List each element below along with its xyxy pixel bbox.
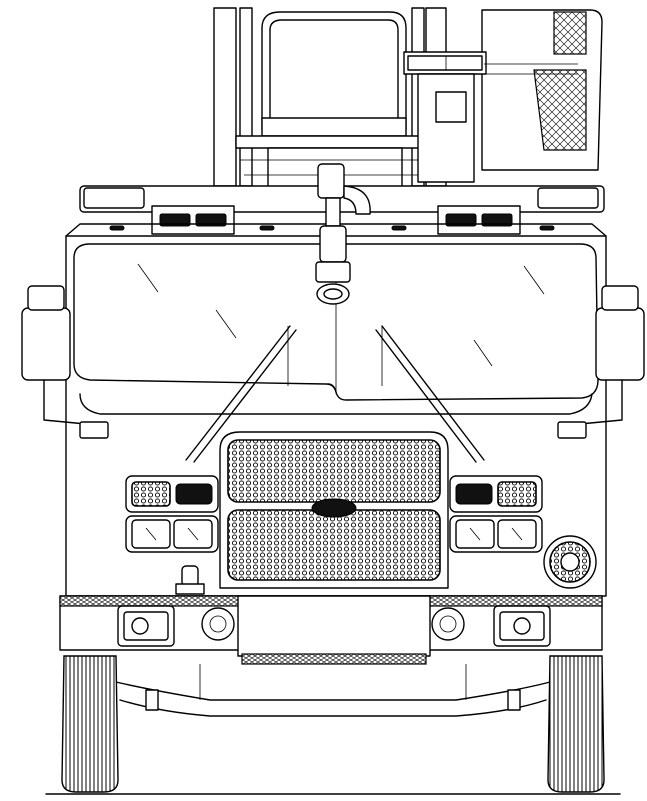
wipers	[185, 325, 485, 463]
beacon-light	[175, 565, 205, 595]
tire-left	[61, 655, 119, 793]
mirror-right	[557, 285, 645, 439]
front-axle	[115, 664, 551, 717]
manufacturer-emblem	[311, 498, 357, 518]
deck-gun-nozzle	[315, 163, 371, 305]
grille	[219, 431, 449, 589]
headlights-right	[449, 475, 543, 553]
aerial-ladder-assembly	[213, 7, 447, 191]
siren-speaker	[543, 535, 597, 589]
equipment-compartment	[403, 9, 603, 183]
tire-right	[547, 655, 605, 793]
light-bar	[79, 185, 605, 235]
front-bumper	[59, 595, 603, 665]
mirror-left	[21, 285, 109, 439]
headlights-left	[125, 475, 219, 553]
